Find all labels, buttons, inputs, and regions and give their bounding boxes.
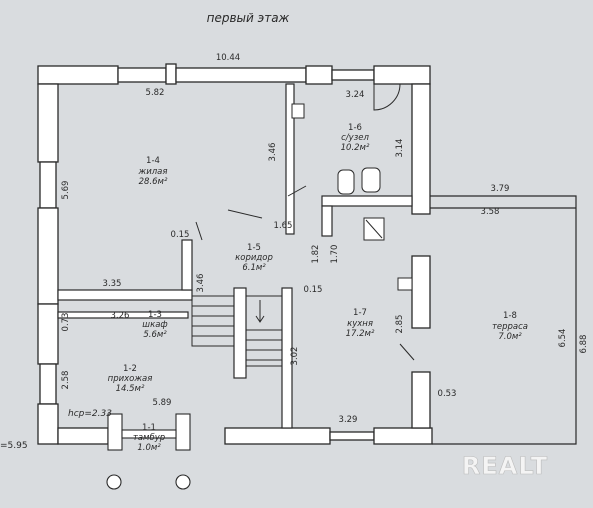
realt-watermark: REALT (462, 452, 548, 480)
entrance-vestibule (106, 413, 191, 490)
dimension-label: 5.89 (153, 398, 172, 408)
room-area-1-7: 17.2м² (346, 329, 375, 339)
room-area-1-1: 1.0м² (137, 443, 161, 453)
room-area-1-6: 10.2м² (341, 143, 370, 153)
dimension-label: 3.46 (196, 274, 206, 293)
room-name-1-8: терраса (492, 322, 528, 332)
dimension-label: 5.82 (146, 88, 165, 98)
room-name-1-7: кухня (347, 319, 373, 329)
room-name-1-4: жилая (138, 167, 168, 177)
edge-dimension-label: =5.95 (0, 441, 28, 451)
room-name-1-2: прихожая (108, 374, 153, 384)
room-number-1-2: 1-2 (123, 364, 137, 374)
dimension-label: 2.58 (61, 371, 71, 390)
room-name-1-1: тамбур (133, 433, 165, 443)
dimension-label: 0.53 (438, 389, 457, 399)
room-number-1-1: 1-1 (142, 423, 156, 433)
room-number-1-6: 1-6 (348, 123, 362, 133)
room-area-1-3: 5.6м² (143, 330, 167, 340)
room-number-1-8: 1-8 (503, 311, 517, 321)
dimension-label: 1.65 (274, 221, 293, 231)
room-number-1-7: 1-7 (353, 308, 367, 318)
dimension-labels: 10.44 5.82 3.24 3.14 3.46 5.69 1.65 0.15… (61, 53, 589, 425)
staircase (191, 295, 283, 367)
dimension-label: 0.73 (61, 313, 71, 332)
room-name-1-6: с/узел (341, 133, 369, 143)
plan-title: первый этаж (207, 11, 290, 25)
terrace-outline (430, 195, 577, 445)
dimension-label: 3.35 (103, 279, 122, 289)
dimension-label: 3.79 (491, 184, 510, 194)
interior-walls (57, 83, 413, 429)
dimension-label: 3.24 (346, 90, 365, 100)
room-number-1-5: 1-5 (247, 243, 261, 253)
room-name-1-5: коридор (235, 253, 273, 263)
dimension-label: 2.85 (395, 315, 405, 334)
dimension-label: 3.58 (481, 207, 500, 217)
room-area-1-8: 7.0м² (498, 332, 522, 342)
dimension-label: 5.69 (61, 181, 71, 200)
dimension-label: 0.15 (171, 230, 190, 240)
dimension-label: 3.29 (339, 415, 358, 425)
room-area-1-2: 14.5м² (116, 384, 145, 394)
floor-height-label: hср=2.33 (68, 409, 112, 419)
room-area-1-4: 28.6м² (139, 177, 168, 187)
dimension-label: 6.88 (579, 335, 589, 354)
room-labels: 1-4 жилая 28.6м² 1-6 с/узел 10.2м² 1-5 к… (108, 123, 528, 453)
room-number-1-4: 1-4 (146, 156, 160, 166)
bathroom-fixtures (291, 103, 413, 291)
dimension-label: 3.02 (290, 347, 300, 366)
room-number-1-3: 1-3 (148, 310, 162, 320)
outer-walls (37, 63, 433, 445)
dimension-label: 3.26 (111, 311, 130, 321)
room-name-1-3: шкаф (142, 320, 167, 330)
dimension-label: 10.44 (216, 53, 240, 63)
dimension-label: 0.15 (304, 285, 323, 295)
dimension-label: 3.14 (395, 139, 405, 158)
dimension-label: 1.82 (311, 245, 321, 264)
door-swings (195, 83, 415, 361)
room-area-1-5: 6.1м² (242, 263, 266, 273)
dimension-label: 6.54 (558, 329, 568, 348)
dimension-label: 1.70 (330, 245, 340, 264)
dimension-label: 3.46 (268, 143, 278, 162)
